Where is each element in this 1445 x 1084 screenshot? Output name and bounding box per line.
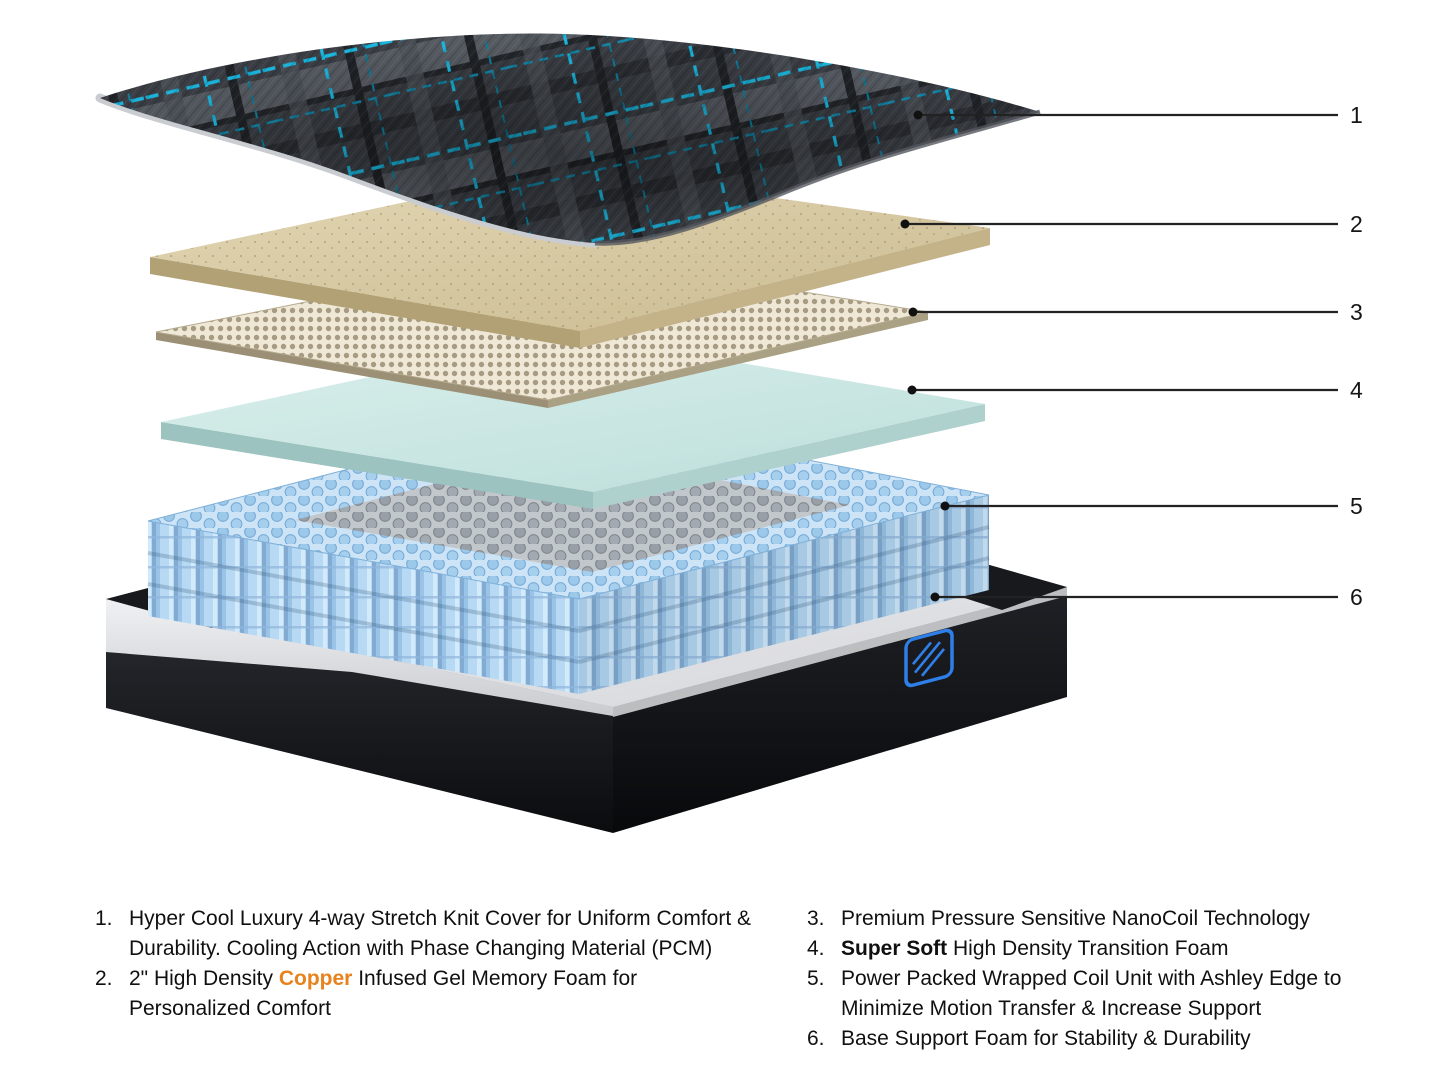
callout-number-6: 6 — [1350, 584, 1363, 610]
transition-foam-side-left — [161, 422, 593, 509]
legend-item-text: Super Soft High Density Transition Foam — [841, 937, 1229, 960]
legend-item-text: Base Support Foam for Stability & Durabi… — [841, 1027, 1251, 1050]
legend-item-number: 1. — [95, 907, 113, 930]
callout-6: 6 — [930, 584, 1363, 610]
legend-item-number: 2. — [95, 967, 113, 990]
callout-4: 4 — [907, 377, 1363, 403]
coil-side-left — [148, 521, 579, 694]
callout-number-1: 1 — [1350, 102, 1363, 128]
callout-dot-5 — [940, 501, 950, 511]
legend-item-number: 4. — [807, 937, 825, 960]
cover-sag-shadow — [100, 33, 1040, 244]
callout-3: 3 — [908, 299, 1363, 325]
legend-col-left: 1. Hyper Cool Luxury 4-way Stretch Knit C… — [95, 904, 795, 1054]
callout-2: 2 — [900, 211, 1363, 237]
legend-item-number: 6. — [807, 1027, 825, 1050]
coil-band — [578, 525, 990, 633]
callout-1: 1 — [913, 102, 1363, 128]
legend-item-text: Premium Pressure Sensitive NanoCoil Tech… — [841, 907, 1310, 930]
coil-band — [147, 582, 580, 664]
callout-number-5: 5 — [1350, 493, 1363, 519]
legend-item-number: 5. — [807, 967, 825, 990]
callout-dot-3 — [908, 307, 918, 317]
legend-item-text: 2" High Density Copper Infused Gel Memor… — [129, 967, 638, 1020]
legend-item-text: Power Packed Wrapped Coil Unit with Ashl… — [841, 967, 1342, 1020]
legend-item: 1. Hyper Cool Luxury 4-way Stretch Knit C… — [95, 904, 795, 964]
legend-item: 4. Super Soft High Density Transition Foa… — [807, 934, 1367, 964]
nanocoil-edge-left — [156, 332, 548, 408]
legend: 1. Hyper Cool Luxury 4-way Stretch Knit C… — [0, 904, 1445, 1054]
callout-lines: 1 2 3 4 5 — [900, 102, 1363, 610]
gel-foam-speckle — [150, 168, 990, 331]
callout-number-4: 4 — [1350, 377, 1363, 403]
coil-band — [578, 556, 990, 664]
nanocoil-edge-right — [548, 312, 928, 408]
callout-number-3: 3 — [1350, 299, 1363, 325]
mattress-exploded-diagram: 1 2 3 4 5 — [95, 33, 1363, 833]
legend-item: 6. Base Support Foam for Stability & Dura… — [807, 1024, 1367, 1054]
layer-knit-cover — [95, 33, 1041, 248]
legend-item: 5. Power Packed Wrapped Coil Unit with As… — [807, 964, 1367, 1024]
legend-item: 3. Premium Pressure Sensitive NanoCoil Te… — [807, 904, 1367, 934]
gel-foam-side-right — [580, 228, 990, 348]
cover-bottom-edge-shadow — [594, 109, 1041, 246]
gel-foam-side-left — [150, 257, 580, 348]
coil-band — [147, 551, 580, 633]
legend-col-right: 3. Premium Pressure Sensitive NanoCoil Te… — [807, 904, 1367, 1054]
callout-dot-2 — [900, 219, 910, 229]
base-trim-right — [613, 587, 1067, 717]
transition-foam-top — [161, 334, 985, 492]
callout-dot-4 — [907, 385, 917, 395]
callout-dot-6 — [930, 592, 940, 602]
layer-gel-memory-foam — [150, 168, 990, 348]
legend-item-text: Hyper Cool Luxury 4-way Stretch Knit Cov… — [129, 907, 752, 960]
layer-transition-foam — [161, 334, 985, 509]
callout-number-2: 2 — [1350, 211, 1363, 237]
coil-side-right-shade — [579, 495, 989, 694]
transition-foam-side-right — [593, 404, 985, 509]
legend-item: 2. 2" High Density Copper Infused Gel Mem… — [95, 964, 795, 1024]
ashley-logo-icon — [904, 628, 954, 688]
legend-item-number: 3. — [807, 907, 825, 930]
callout-dot-1 — [913, 110, 923, 120]
callout-5: 5 — [940, 493, 1363, 519]
coil-side-right — [579, 495, 989, 694]
